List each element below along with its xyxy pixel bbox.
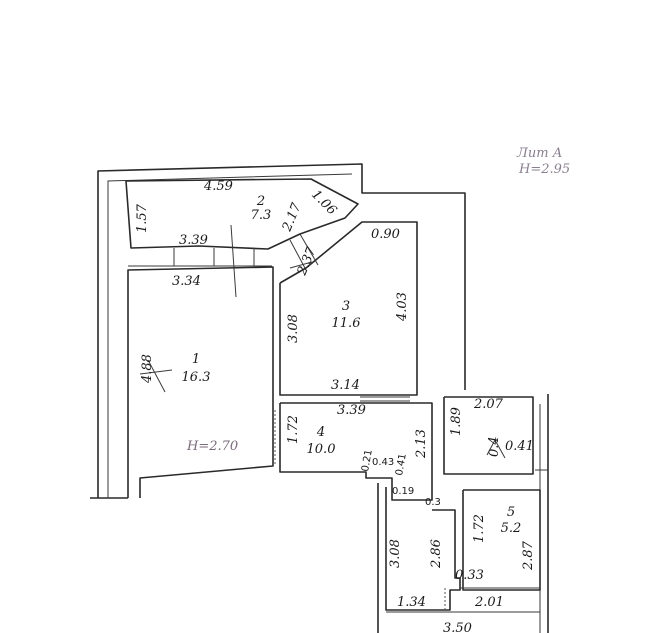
dim-label: 3.08 — [388, 539, 403, 568]
header-height-label: Н=2.95 — [518, 162, 570, 177]
dim-label: 0.4 — [487, 436, 502, 457]
dim-label: 0.3 — [425, 497, 441, 508]
dim-label: 0.43 — [372, 457, 394, 468]
dim-label: 3.50 — [443, 621, 472, 633]
dim-label: 1.57 — [135, 203, 150, 233]
dim-label: 2.07 — [473, 397, 504, 412]
dim-label: 3.08 — [286, 314, 301, 343]
dim-label: 1.34 — [397, 595, 426, 610]
dim-label: 1.89 — [449, 407, 464, 436]
dim-label: 0.21 — [360, 449, 375, 473]
dim-label: 2.86 — [429, 539, 444, 569]
dim-label: 1.72 — [472, 514, 487, 543]
dim-label: 3.14 — [331, 378, 360, 393]
dim-label: 0.90 — [371, 227, 400, 242]
dim-label: 2.87 — [521, 540, 536, 571]
room-5-number: 5 — [507, 505, 515, 520]
dim-label: 0.41 — [505, 439, 534, 454]
dim-label: 2.13 — [414, 429, 429, 459]
room-4-number: 4 — [316, 425, 325, 440]
room-3-walls — [279, 221, 418, 396]
dim-label: 4.03 — [395, 292, 410, 322]
room-2-area: 7.3 — [251, 208, 272, 223]
room-1-walls — [127, 265, 274, 498]
dim-label: 4.59 — [203, 179, 233, 194]
room-1-area: 16.3 — [182, 370, 211, 385]
room-5-area: 5.2 — [501, 521, 522, 536]
dim-label: 0.33 — [455, 568, 484, 583]
dim-label: 2.17 — [279, 200, 304, 234]
room-2-number: 2 — [256, 194, 265, 209]
room-4-area: 10.0 — [307, 442, 336, 457]
lower-corridor-walls — [385, 487, 540, 613]
room-labels: 1 16.3 2 7.3 3 11.6 4 10.0 5 5.2 — [182, 194, 522, 536]
room-3-area: 11.6 — [332, 316, 361, 331]
dim-label: 0.19 — [392, 486, 414, 497]
room-1-marker — [139, 359, 173, 393]
lit-label: Лит А — [516, 146, 563, 161]
room-4-walls — [274, 396, 433, 501]
dim-label: 3.39 — [179, 233, 208, 248]
dim-label: 4.88 — [140, 354, 155, 384]
dim-label: 3.34 — [172, 274, 201, 289]
dim-label: 1.72 — [286, 415, 301, 444]
dim-label: 0.41 — [394, 453, 409, 477]
room-height-label: Н=2.70 — [186, 439, 238, 454]
dim-label: 3.39 — [337, 403, 366, 418]
room-5-walls — [460, 489, 541, 591]
dim-label: 2.01 — [474, 595, 504, 610]
room-1-number: 1 — [192, 352, 200, 367]
closet-walls — [443, 396, 548, 475]
dimension-labels: 4.59 1.06 1.57 3.39 2.17 0.90 2.37 3.34 … — [135, 179, 536, 633]
room-3-number: 3 — [342, 299, 350, 314]
